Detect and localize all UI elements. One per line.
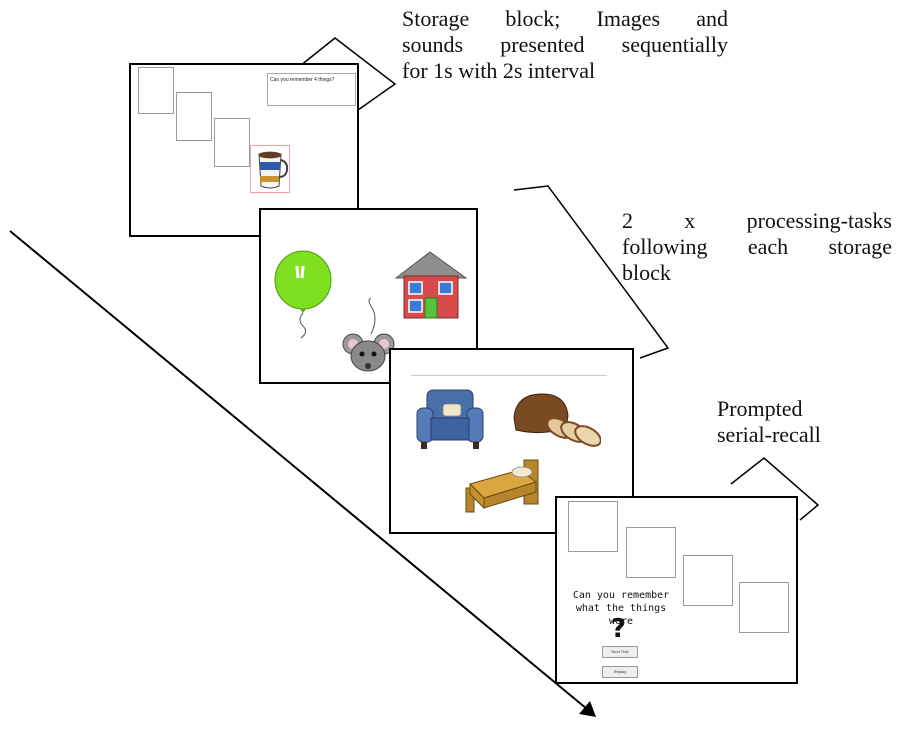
timeline-arrow-head	[579, 701, 596, 717]
recall-slot-2	[626, 527, 676, 578]
stimulus-frame	[250, 145, 290, 193]
mouse-icon	[342, 298, 395, 372]
balloon-icon	[274, 250, 332, 339]
processing-caption: 2 x processing-tasks following each stor…	[622, 208, 892, 286]
question-mark: ?	[611, 614, 627, 644]
next-trial-button[interactable]: Next Trial	[602, 646, 638, 658]
recall-slot-1	[568, 501, 618, 552]
recall-slot-4	[739, 582, 789, 633]
processing-bracket	[513, 185, 670, 359]
recall-caption: Prompted serial-recall	[717, 396, 877, 448]
processing-caption-line-3: block	[622, 260, 671, 285]
bed-icon	[465, 459, 539, 513]
mug-icon	[258, 151, 289, 189]
storage-caption-line-2: sounds presented sequentially	[402, 32, 728, 57]
separator-line	[411, 375, 607, 376]
recall-caption-line-2: serial-recall	[717, 422, 821, 447]
replay-button[interactable]: Replay	[602, 666, 638, 678]
recall-caption-line-1: Prompted	[717, 396, 803, 421]
storage-slot-2	[176, 92, 212, 141]
storage-caption: Storage block; Images and sounds present…	[402, 6, 728, 84]
storage-screen: Can you remember 4 things?	[129, 63, 359, 237]
recall-question: Can you remember what the things were	[565, 589, 677, 628]
recall-bracket	[730, 457, 820, 521]
armchair-icon	[416, 389, 484, 449]
recall-slot-3	[683, 555, 733, 606]
bread-icon	[513, 393, 601, 447]
recall-screen: Can you remember what the things were ? …	[555, 496, 798, 684]
storage-caption-line-1: Storage block; Images and	[402, 6, 728, 31]
timeline-arrow-line	[9, 230, 588, 710]
processing-caption-line-2: following each storage	[622, 234, 892, 259]
storage-slot-3	[214, 118, 250, 167]
storage-bracket	[299, 37, 397, 111]
storage-caption-line-3: for 1s with 2s interval	[402, 58, 596, 83]
processing-caption-line-1: 2 x processing-tasks	[622, 208, 892, 233]
recall-question-line-2: what the things were	[575, 603, 667, 627]
recall-question-line-1: Can you remember	[572, 590, 670, 601]
storage-slot-1	[138, 67, 174, 114]
house-icon	[394, 251, 468, 319]
storage-prompt-box: Can you remember 4 things?	[267, 73, 356, 106]
